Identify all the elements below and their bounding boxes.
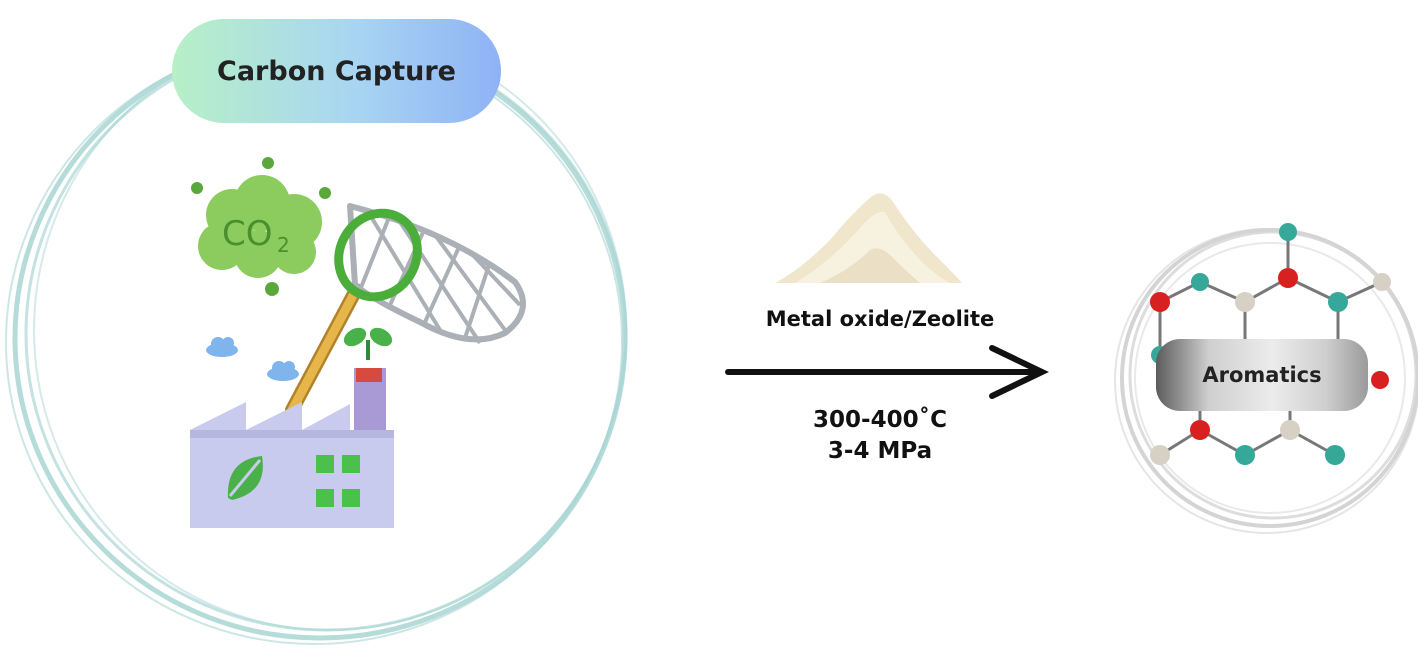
- product-ring: [1114, 228, 1418, 534]
- catalyst-powder-icon: [775, 193, 962, 283]
- capture-net-icon: [285, 203, 526, 417]
- factory-icon: [190, 327, 394, 528]
- small-cloud-icon: [206, 337, 299, 381]
- co2-label: CO: [222, 214, 273, 254]
- molecule-icon: [1150, 223, 1391, 465]
- temperature-label: 300-400˚C: [813, 407, 947, 433]
- catalyst-label: Metal oxide/Zeolite: [765, 307, 995, 331]
- reaction-conditions: 300-400˚C 3-4 MPa: [730, 405, 1030, 467]
- co2-subscript: 2: [277, 233, 290, 257]
- pressure-label: 3-4 MPa: [827, 438, 933, 464]
- aromatics-badge: Aromatics: [1156, 339, 1368, 411]
- carbon-capture-title: Carbon Capture: [172, 19, 501, 123]
- reaction-arrow: [725, 345, 1049, 399]
- co2-cloud-icon: CO 2: [191, 157, 331, 296]
- aromatics-label: Aromatics: [1202, 363, 1322, 387]
- carbon-capture-label: Carbon Capture: [217, 55, 456, 87]
